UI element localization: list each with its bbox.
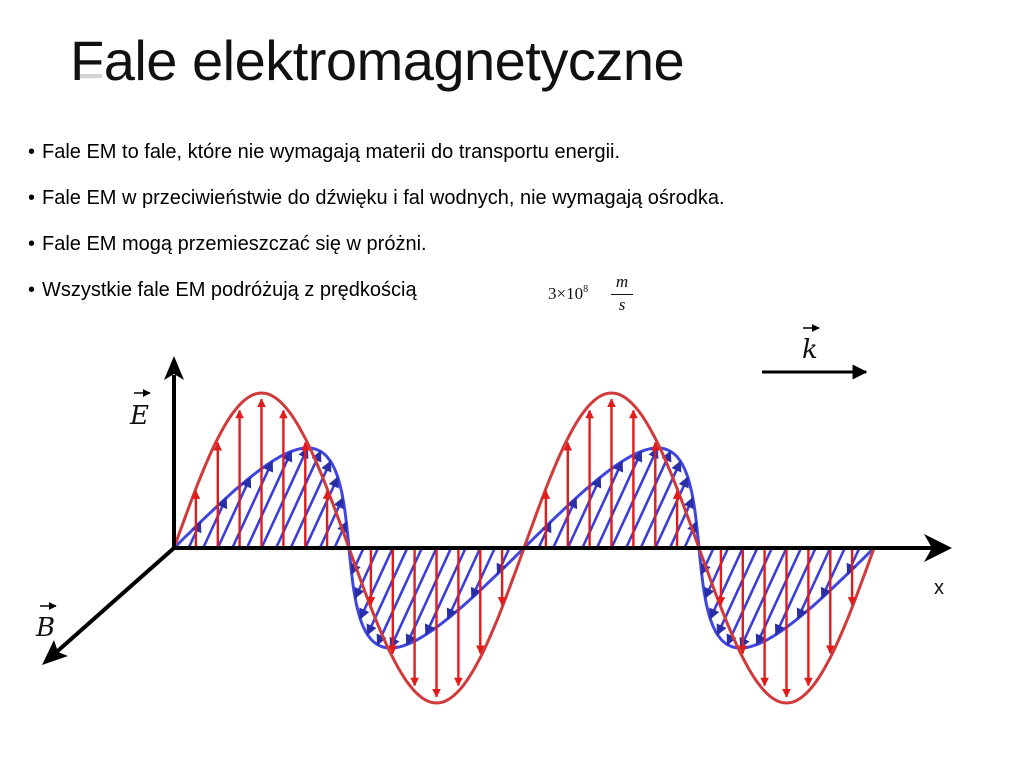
magnetic-field-vector bbox=[846, 547, 861, 575]
magnetic-field-vector bbox=[796, 547, 832, 620]
magnetic-field-vector bbox=[700, 547, 715, 575]
electric-field-wave bbox=[172, 391, 876, 705]
bullet-text: Wszystkie fale EM podróżują z prędkością bbox=[42, 279, 417, 301]
formula-mantissa: 3 bbox=[548, 284, 557, 303]
magnetic-field-vector bbox=[187, 521, 202, 549]
bullet-marker: • bbox=[28, 233, 36, 255]
magnetic-field-vector bbox=[496, 547, 511, 575]
formula-times: × bbox=[556, 284, 567, 303]
formula-exponent: 8 bbox=[583, 284, 589, 295]
bullet-item: • Wszystkie fale EM podróżują z prędkości… bbox=[28, 278, 725, 324]
magnetic-field-vector bbox=[654, 476, 689, 549]
magnetic-field-vector bbox=[709, 547, 744, 620]
magnetic-field-vector bbox=[683, 521, 698, 549]
x-axis-arrowhead bbox=[924, 534, 952, 562]
magnetic-field-vector bbox=[537, 521, 552, 549]
z-axis-arrowhead bbox=[42, 640, 68, 665]
magnetic-field-vector bbox=[446, 547, 482, 620]
magnetic-field-vector bbox=[216, 476, 252, 549]
formula-base: 10 bbox=[566, 284, 584, 303]
fraction-bar bbox=[611, 294, 633, 295]
z-axis bbox=[50, 546, 176, 658]
magnetic-field-vector bbox=[566, 476, 602, 549]
slide-title: Fale elektromagnetyczne bbox=[70, 29, 685, 92]
magnetic-field-vector bbox=[350, 547, 365, 575]
bullet-item: • Fale EM w przeciwieństwie do dźwięku i … bbox=[28, 186, 725, 232]
magnetic-field-vector bbox=[366, 547, 409, 636]
magnetic-field-vector bbox=[820, 547, 847, 599]
bullet-item: • Fale EM mogą przemieszczać się w próżni… bbox=[28, 232, 725, 278]
magnetic-field-vector bbox=[333, 521, 348, 549]
magnetic-field-vector bbox=[289, 460, 332, 549]
magnetic-field-vector bbox=[359, 547, 394, 620]
magnetic-field-vector bbox=[304, 476, 339, 549]
magnetic-field-vector bbox=[318, 497, 344, 549]
magnetic-field-vector bbox=[668, 497, 694, 549]
magnetic-field-vector bbox=[639, 460, 682, 549]
coordinate-axes bbox=[42, 356, 952, 665]
bullet-text: Fale EM mogą przemieszczać się w próżni. bbox=[42, 233, 427, 255]
title-block: Fale elektromagnetyczne Fale elektromagn… bbox=[70, 28, 685, 92]
formula-numerator: m bbox=[615, 272, 629, 291]
x-label: x bbox=[934, 577, 944, 599]
magnetic-field-vector bbox=[470, 547, 497, 599]
bullet-list: • Fale EM to fale, które nie wymagają mat… bbox=[28, 140, 725, 324]
e-label: E bbox=[129, 401, 149, 431]
formula-value: 3×108 bbox=[548, 284, 588, 304]
bullet-text: Fale EM w przeciwieństwie do dźwięku i f… bbox=[42, 187, 725, 209]
bullet-item: • Fale EM to fale, które nie wymagają mat… bbox=[28, 140, 725, 186]
bullet-marker: • bbox=[28, 187, 36, 209]
y-axis-arrowhead bbox=[164, 356, 184, 380]
k-label: k bbox=[802, 335, 818, 365]
magnetic-field-vector bbox=[551, 497, 578, 549]
b-label: B bbox=[35, 613, 55, 643]
bullet-marker: • bbox=[28, 141, 36, 163]
formula-unit-fraction: m s bbox=[611, 272, 633, 315]
magnetic-field-vector bbox=[716, 547, 759, 636]
formula-denominator: s bbox=[618, 295, 626, 314]
magnetic-field-vector bbox=[354, 547, 380, 599]
bullet-marker: • bbox=[28, 279, 36, 301]
magnetic-field-vector bbox=[704, 547, 730, 599]
magnetic-field-vector bbox=[201, 497, 228, 549]
wave-vector: k bbox=[762, 324, 868, 380]
bullet-text: Fale EM to fale, które nie wymagają mate… bbox=[42, 141, 621, 163]
